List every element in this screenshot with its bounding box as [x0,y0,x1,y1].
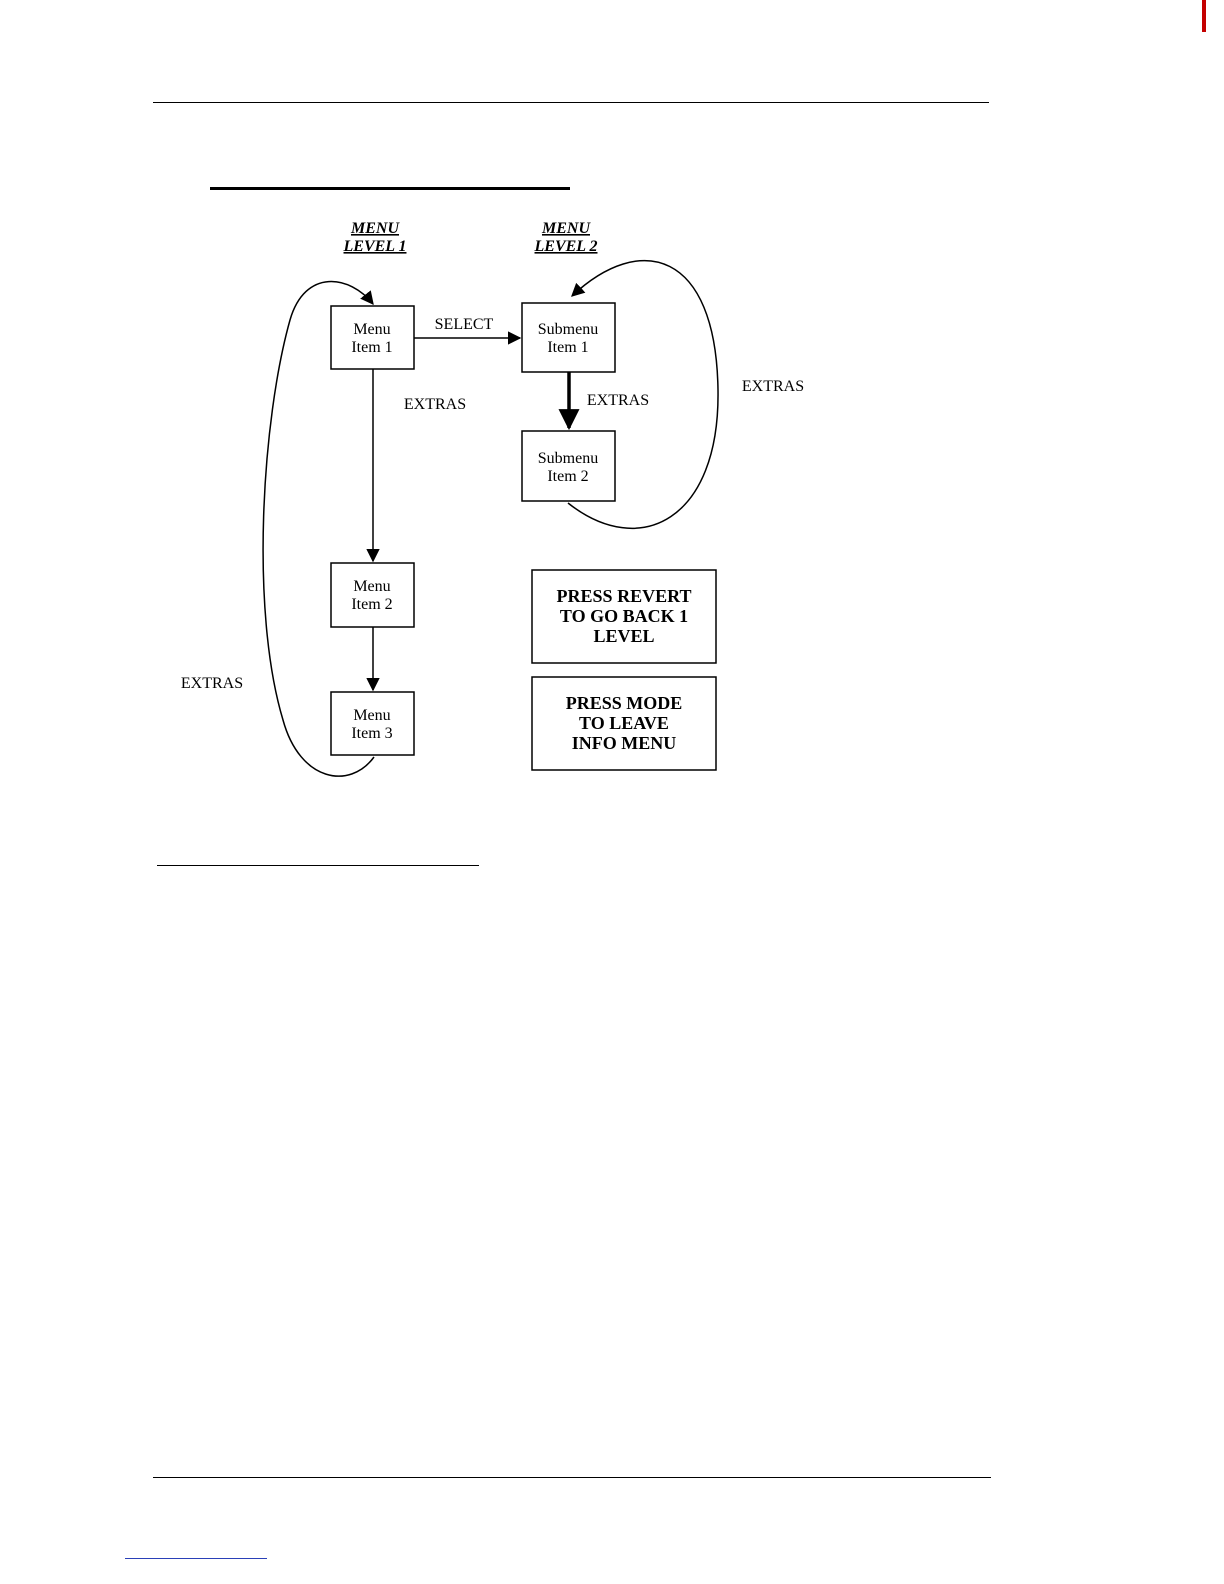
node-submenu-item-1-line-2: Item 1 [547,339,588,356]
note-press-revert-line-1: PRESS REVERT [557,586,692,606]
level-2-header: MENU LEVEL 2 [534,220,598,255]
node-menu-item-2-line-2: Item 2 [351,596,392,613]
level-1-header-line-2: LEVEL 1 [343,238,407,255]
edge-select: SELECT [414,316,520,338]
node-menu-item-3: Menu Item 3 [331,692,414,755]
note-press-revert-line-2: TO GO BACK 1 [560,606,688,626]
note-press-mode: PRESS MODE TO LEAVE INFO MENU [532,677,716,770]
edge-extras-level-1-loop-label: EXTRAS [181,675,243,692]
level-1-header-line-1: MENU [350,220,400,237]
edge-select-label: SELECT [435,316,494,333]
node-submenu-item-2-line-1: Submenu [538,450,598,467]
node-menu-item-1: Menu Item 1 [331,306,414,369]
edge-extras-level-2-down-label: EXTRAS [587,392,649,409]
node-submenu-item-1: Submenu Item 1 [522,303,615,372]
level-2-header-line-1: MENU [541,220,591,237]
note-press-mode-line-2: TO LEAVE [579,713,669,733]
node-submenu-item-2: Submenu Item 2 [522,431,615,501]
node-menu-item-3-line-2: Item 3 [351,725,392,742]
node-menu-item-2: Menu Item 2 [331,563,414,627]
note-press-revert-line-3: LEVEL [593,626,654,646]
node-submenu-item-2-line-2: Item 2 [547,468,588,485]
node-menu-item-1-line-2: Item 1 [351,339,392,356]
node-menu-item-2-line-1: Menu [353,578,390,595]
edge-extras-level-2-loop-label: EXTRAS [742,378,804,395]
note-press-mode-line-1: PRESS MODE [566,693,683,713]
node-submenu-item-1-line-1: Submenu [538,321,598,338]
edge-extras-level-2-down: EXTRAS [569,372,649,428]
node-menu-item-1-line-1: Menu [353,321,390,338]
level-2-header-line-2: LEVEL 2 [534,238,598,255]
node-menu-item-3-line-1: Menu [353,707,390,724]
edge-extras-level-1-down: EXTRAS [373,369,466,561]
edge-extras-level-1-down-label: EXTRAS [404,396,466,413]
note-press-mode-line-3: INFO MENU [572,733,677,753]
level-1-header: MENU LEVEL 1 [343,220,407,255]
note-press-revert: PRESS REVERT TO GO BACK 1 LEVEL [532,570,716,663]
